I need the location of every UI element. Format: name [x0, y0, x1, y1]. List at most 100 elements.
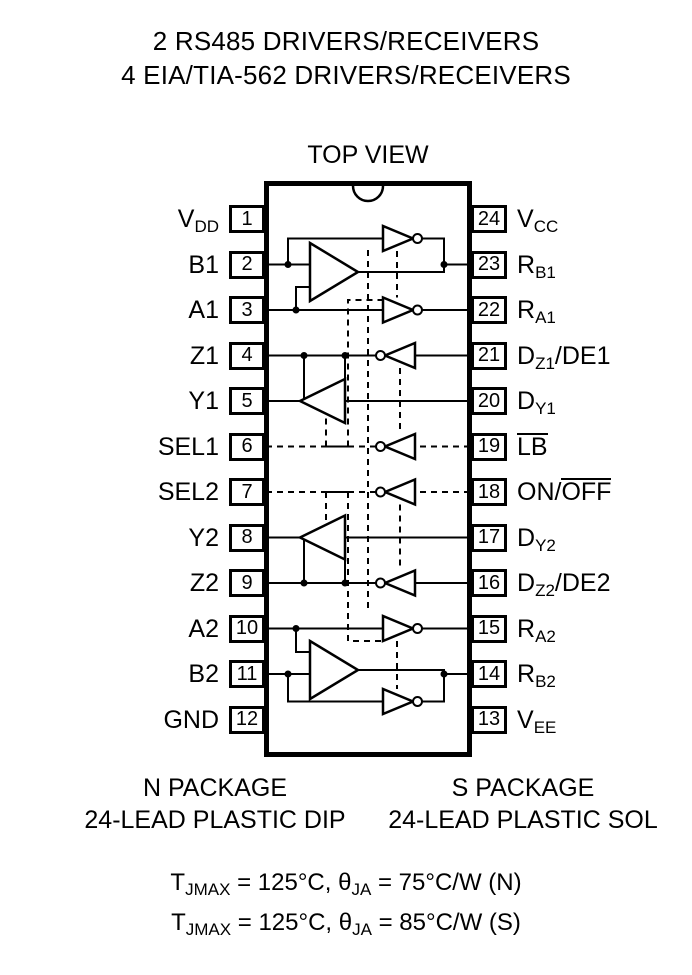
pin-label-22: RA1	[517, 295, 556, 327]
bubble-icon	[375, 441, 386, 452]
text-segment: /DE1	[554, 341, 611, 370]
text-segment: B1	[188, 250, 219, 279]
pin-label-6: SEL1	[158, 432, 219, 462]
pin-number: 11	[236, 662, 258, 685]
bubble-icon	[375, 577, 386, 589]
subscript-text: Z1	[535, 353, 555, 373]
junction-dot	[300, 579, 308, 587]
subscript-text: Y1	[535, 399, 556, 418]
inverter-onoff-icon	[381, 477, 417, 507]
pin-box-6: 6	[229, 432, 265, 461]
title-line-1: 2 RS485 DRIVERS/RECEIVERS	[152, 26, 540, 56]
junction-dot	[341, 352, 349, 359]
internal-circuit	[266, 224, 470, 716]
pin-box-24: 24	[471, 205, 507, 233]
text-segment: Y2	[188, 523, 219, 552]
pin-label-3: A1	[188, 295, 219, 325]
pin-box-17: 17	[471, 523, 507, 552]
s-package-type: 24-LEAD PLASTIC SOL	[388, 806, 658, 834]
text-segment: V	[517, 205, 534, 233]
bubble-icon	[412, 233, 423, 244]
pin1-notch-icon	[351, 185, 385, 203]
pin-label-8: Y2	[188, 523, 219, 553]
pin-number: 4	[241, 344, 253, 366]
text-segment: SEL2	[157, 478, 219, 506]
pin-box-18: 18	[471, 478, 507, 506]
pin-box-21: 21	[471, 341, 507, 370]
text-segment: B2	[188, 660, 219, 688]
text-segment: T	[171, 909, 186, 936]
thermal-note-line-2: TJMAX = 125°C, θJA = 85°C/W (S)	[0, 906, 692, 946]
junction-dots	[284, 261, 448, 678]
subscript-text: JMAX	[185, 920, 232, 939]
pin-number: 6	[241, 435, 253, 457]
pin-number: 16	[477, 571, 501, 594]
bubble-icon	[412, 304, 423, 316]
inverter-ra2-icon	[381, 614, 417, 643]
junction-dot	[284, 670, 292, 678]
pin-label-21: DZ1/DE1	[517, 341, 611, 373]
pin-label-2: B1	[188, 250, 219, 280]
pin-label-12: GND	[163, 705, 219, 735]
inverter-ra1-icon	[381, 295, 417, 325]
pin-number: 8	[241, 526, 253, 548]
pin-box-12: 12	[229, 705, 265, 734]
pin-number: 18	[477, 480, 501, 503]
text-segment: Z1	[189, 341, 219, 370]
pin-number: 13	[477, 708, 501, 730]
subscript-text: A1	[535, 308, 556, 327]
pin-box-8: 8	[229, 523, 265, 552]
gates	[297, 224, 417, 716]
rs485-driver-2-icon	[297, 513, 347, 562]
pin-label-17: DY2	[517, 523, 556, 555]
pin-number: 2	[241, 253, 253, 275]
text-segment: R	[517, 614, 536, 643]
junction-dot	[292, 625, 300, 632]
pin-label-4: Z1	[190, 341, 219, 371]
pin-label-18: ON/OFF	[517, 477, 612, 507]
pin-label-13: VEE	[517, 705, 556, 737]
pin-number: 17	[477, 526, 501, 548]
text-segment: R	[517, 660, 536, 688]
thermal-note-line-1: TJMAX = 125°C, θJA = 75°C/W (N)	[0, 866, 692, 906]
pin-number: 7	[241, 480, 253, 503]
rs485-receiver-2-icon	[308, 638, 361, 702]
text-segment: D	[517, 387, 536, 415]
pin-number: 5	[241, 389, 253, 412]
pin-label-11: B2	[188, 659, 219, 689]
pin-label-16: DZ2/DE2	[517, 568, 611, 600]
pin-number: 12	[235, 708, 259, 730]
text-segment: A1	[188, 296, 219, 324]
pin-box-4: 4	[229, 341, 265, 370]
junction-dot	[292, 306, 300, 314]
pin-box-16: 16	[471, 569, 507, 597]
subscript-text: CC	[533, 217, 559, 236]
junction-dot	[284, 261, 292, 268]
bubble-icon	[375, 350, 386, 361]
pin-label-23: RB1	[517, 250, 556, 282]
pin-number: 24	[477, 207, 501, 230]
junction-dot	[300, 352, 308, 359]
pin-number: 21	[477, 344, 501, 366]
text-segment: R	[517, 250, 536, 279]
text-segment: D	[517, 523, 536, 552]
n-package-name: N PACKAGE	[142, 774, 288, 802]
rs485-receiver-1-icon	[308, 240, 361, 304]
dashed-control-wires	[266, 250, 470, 689]
text-segment: Z2	[189, 569, 219, 597]
pin-label-5: Y1	[188, 386, 219, 416]
ic-package-diagram	[264, 181, 472, 757]
pin-box-9: 9	[229, 569, 265, 597]
pin-number: 19	[477, 435, 501, 457]
text-segment: T	[170, 869, 186, 896]
n-package-type: 24-LEAD PLASTIC DIP	[84, 806, 346, 834]
top-view-label: TOP VIEW	[307, 141, 429, 169]
overline-text: OFF	[561, 478, 612, 506]
subscript-text: Z2	[535, 581, 555, 600]
text-segment: R	[517, 296, 536, 324]
pin-number: 14	[477, 662, 501, 685]
text-segment: V	[517, 705, 534, 734]
thermal-notes: TJMAX = 125°C, θJA = 75°C/W (N)TJMAX = 1…	[0, 866, 692, 946]
subscript-text: Y2	[535, 535, 556, 555]
pin-label-20: DY1	[517, 386, 556, 418]
